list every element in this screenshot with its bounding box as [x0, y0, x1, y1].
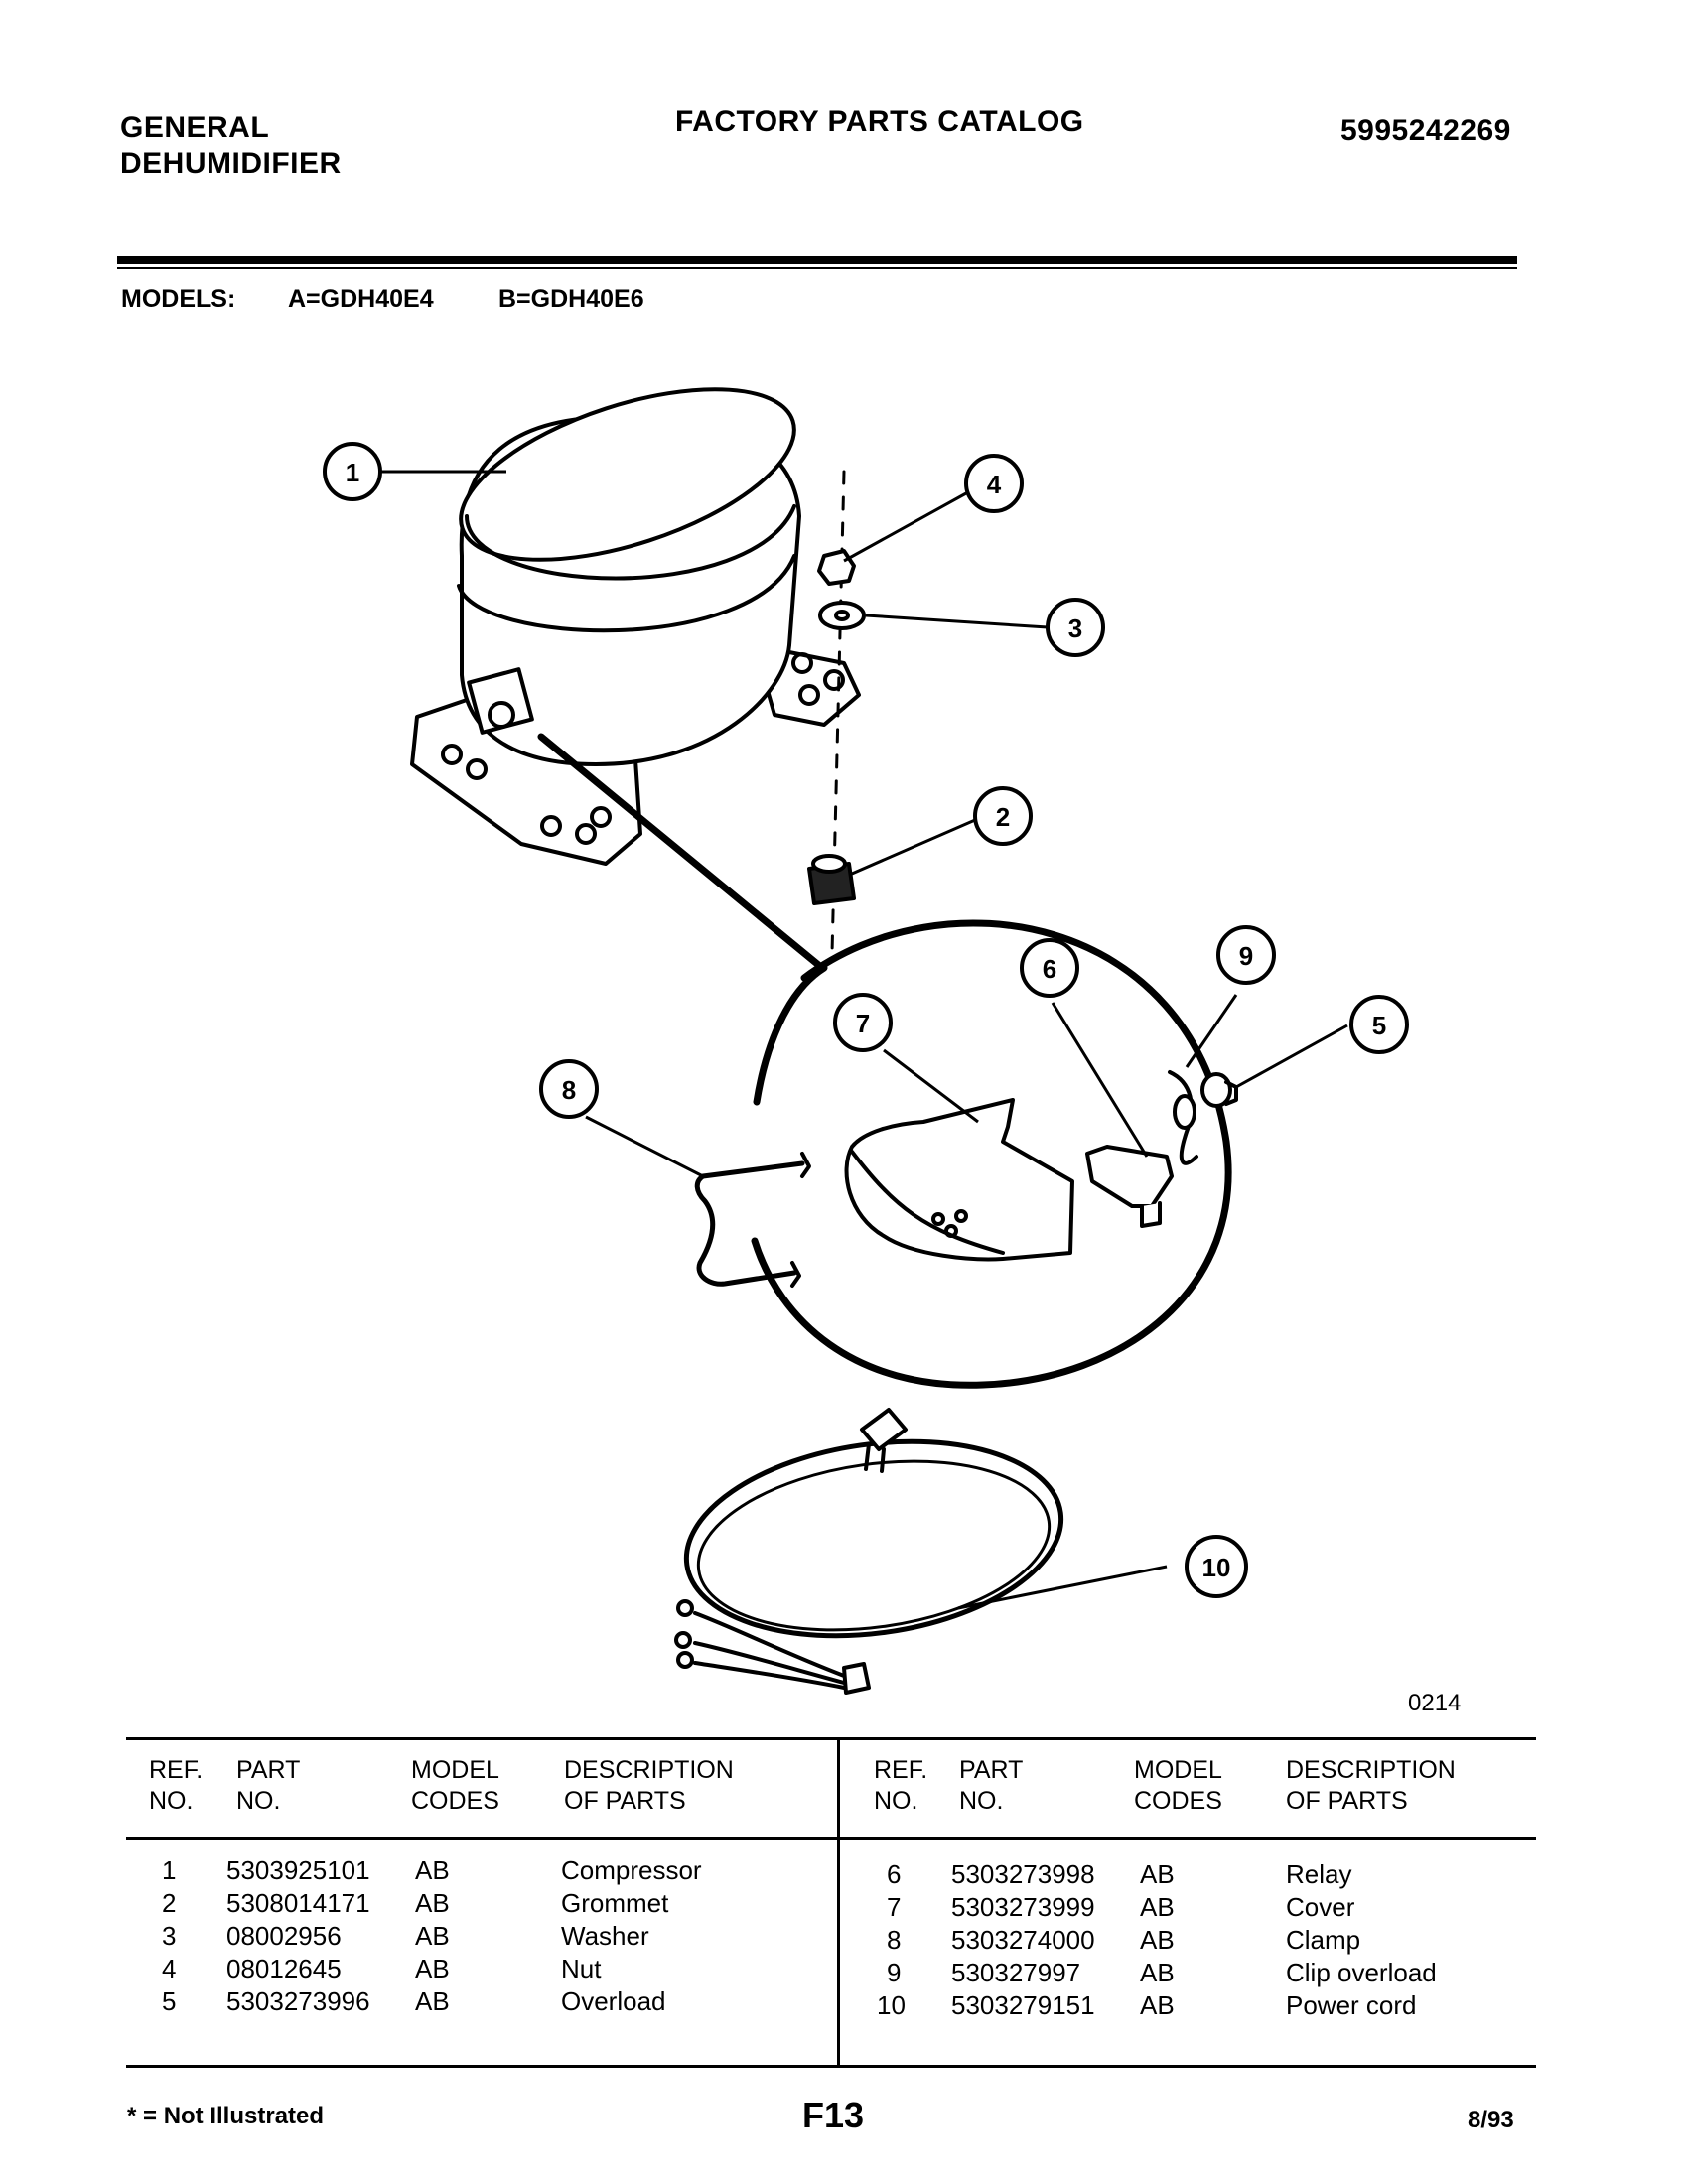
revision-date: 8/93 — [1468, 2107, 1514, 2133]
desc-cell: Nut — [561, 1954, 602, 1983]
codes-cell: AB — [1140, 1859, 1175, 1889]
callout-label-7: 7 — [856, 1009, 870, 1038]
codes-cell: AB — [415, 1921, 450, 1951]
desc-cell: Cover — [1286, 1892, 1355, 1922]
header-part-no-right: PART NO. — [959, 1756, 1024, 1815]
table-header-rule — [126, 1837, 1536, 1840]
header-model-codes-right: MODEL CODES — [1134, 1756, 1222, 1815]
page-number: F13 — [802, 2095, 865, 2135]
compressor-drawing — [410, 387, 861, 866]
header-model-codes-left: MODEL CODES — [411, 1756, 499, 1815]
callout-label-9: 9 — [1239, 941, 1253, 971]
ref-cell: 1 — [162, 1855, 177, 1885]
part-cell: 5303274000 — [951, 1925, 1095, 1955]
part-cell: 08012645 — [226, 1954, 342, 1983]
callout-10 — [1185, 1535, 1248, 1598]
part-cell: 5303273996 — [226, 1986, 370, 2016]
callout-3 — [1046, 598, 1105, 657]
part-cell: 5303279151 — [951, 1990, 1095, 2020]
desc-cell: Power cord — [1286, 1990, 1417, 2020]
desc-cell: Grommet — [561, 1888, 669, 1918]
callout-label-3: 3 — [1068, 614, 1082, 643]
callout-2 — [973, 786, 1033, 846]
callout-6 — [1020, 938, 1079, 998]
desc-cell: Overload — [561, 1986, 666, 2016]
codes-cell: AB — [1140, 1958, 1175, 1987]
desc-cell: Clamp — [1286, 1925, 1361, 1955]
ref-cell: 10 — [877, 1990, 906, 2020]
header-title-left-1: GENERAL — [120, 111, 270, 144]
desc-cell: Clip overload — [1286, 1958, 1437, 1987]
part-cell: 08002956 — [226, 1921, 342, 1951]
header-ref-no-left: REF. NO. — [149, 1756, 204, 1815]
header-rule-thin — [117, 267, 1517, 269]
callout-7 — [833, 993, 893, 1052]
codes-cell: AB — [415, 1888, 450, 1918]
not-illustrated-note: * = Not Illustrated — [127, 2103, 325, 2129]
part-cell: 5308014171 — [226, 1888, 370, 1918]
callout-1 — [323, 442, 382, 501]
models-label: MODELS: — [121, 285, 236, 313]
codes-cell: AB — [1140, 1925, 1175, 1955]
codes-cell: AB — [1140, 1990, 1175, 2020]
ref-cell: 3 — [162, 1921, 177, 1951]
model-b: B=GDH40E6 — [498, 285, 644, 313]
ref-cell: 9 — [887, 1958, 902, 1987]
part-cell: 5303273998 — [951, 1859, 1095, 1889]
catalog-number: 5995242269 — [1340, 114, 1511, 147]
desc-cell: Compressor — [561, 1855, 702, 1885]
table-top-rule — [126, 1737, 1536, 1740]
codes-cell: AB — [1140, 1892, 1175, 1922]
ref-cell: 7 — [887, 1892, 902, 1922]
callout-label-8: 8 — [562, 1075, 576, 1105]
callout-8 — [539, 1059, 599, 1119]
model-a: A=GDH40E4 — [288, 285, 434, 313]
drawing-code: 0214 — [1408, 1690, 1462, 1716]
callout-label-1: 1 — [346, 458, 359, 487]
callout-label-4: 4 — [987, 470, 1002, 499]
ref-cell: 5 — [162, 1986, 177, 2016]
callout-label-10: 10 — [1202, 1553, 1231, 1582]
codes-cell: AB — [415, 1954, 450, 1983]
header-title-left-2: DEHUMIDIFIER — [120, 147, 342, 180]
header-rule-thick — [117, 256, 1517, 264]
ref-cell: 6 — [887, 1859, 902, 1889]
callout-9 — [1216, 925, 1276, 985]
ref-cell: 2 — [162, 1888, 177, 1918]
header-description-right: DESCRIPTION OF PARTS — [1286, 1756, 1456, 1815]
codes-cell: AB — [415, 1986, 450, 2016]
ref-cell: 8 — [887, 1925, 902, 1955]
part-cell: 5303925101 — [226, 1855, 370, 1885]
header-description-left: DESCRIPTION OF PARTS — [564, 1756, 734, 1815]
part-cell: 5303273999 — [951, 1892, 1095, 1922]
callout-5 — [1349, 995, 1409, 1054]
part-cell: 530327997 — [951, 1958, 1081, 1987]
callout-label-2: 2 — [996, 802, 1010, 832]
callout-4 — [964, 454, 1024, 513]
header-ref-no-right: REF. NO. — [874, 1756, 928, 1815]
callout-label-5: 5 — [1372, 1011, 1386, 1040]
ref-cell: 4 — [162, 1954, 177, 1983]
table-center-divider — [837, 1737, 840, 2067]
callout-label-6: 6 — [1043, 954, 1056, 984]
desc-cell: Relay — [1286, 1859, 1352, 1889]
header-title-center: FACTORY PARTS CATALOG — [675, 105, 1084, 138]
codes-cell: AB — [415, 1855, 450, 1885]
desc-cell: Washer — [561, 1921, 649, 1951]
table-bottom-rule — [126, 2065, 1536, 2068]
header-part-no-left: PART NO. — [236, 1756, 301, 1815]
